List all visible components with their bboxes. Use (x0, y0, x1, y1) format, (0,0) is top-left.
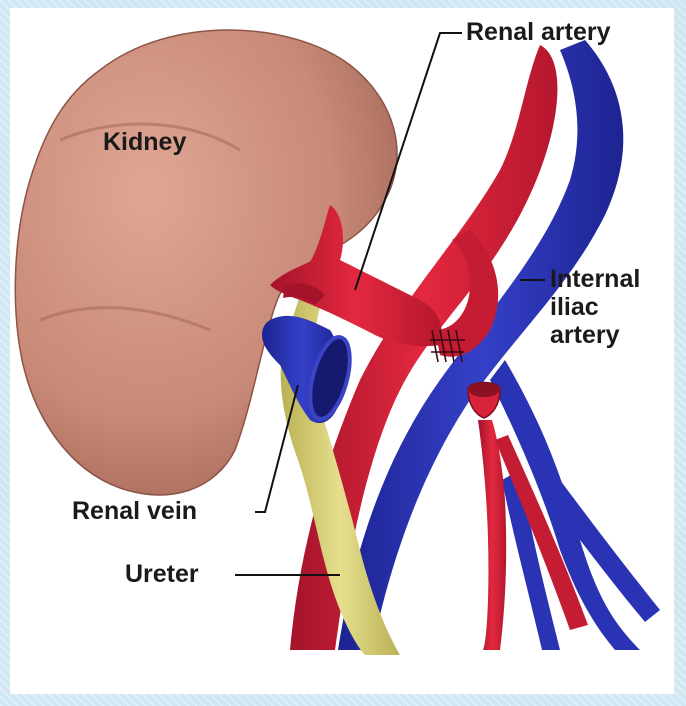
label-internal-iliac-artery: Internal iliac artery (550, 265, 686, 349)
label-renal-vein: Renal vein (72, 497, 197, 525)
stump-opening (469, 383, 499, 397)
label-kidney: Kidney (103, 128, 186, 156)
label-renal-artery: Renal artery (466, 18, 611, 46)
label-ureter: Ureter (125, 560, 199, 588)
